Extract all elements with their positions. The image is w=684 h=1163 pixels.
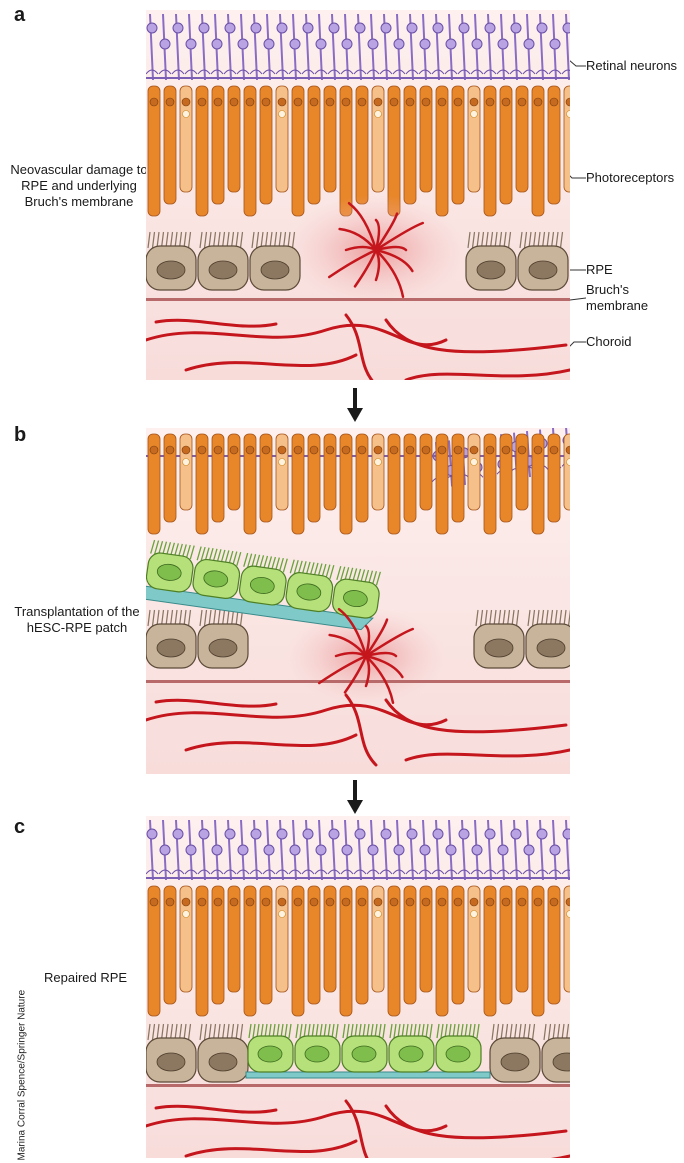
panel-c-svg	[146, 816, 570, 1158]
transplant-scaffold	[246, 1072, 490, 1078]
panel-letter-c: c	[14, 816, 25, 839]
bruchs-membrane-b	[146, 680, 570, 683]
down-arrow-icon-2	[347, 780, 363, 814]
image-credit: Marina Corral Spence/Springer Nature	[17, 1001, 28, 1161]
panel-letter-b: b	[14, 424, 26, 447]
bruchs-membrane	[146, 298, 570, 301]
label-rpe: RPE	[586, 262, 613, 278]
label-bruchs-membrane: Bruch's membrane	[586, 282, 666, 314]
label-transplantation: Transplantation of the hESC-RPE patch	[2, 604, 152, 636]
down-arrow-icon	[347, 388, 363, 422]
label-repaired-rpe: Repaired RPE	[44, 970, 127, 986]
label-retinal-neurons: Retinal neurons	[586, 58, 677, 74]
label-choroid: Choroid	[586, 334, 632, 350]
label-neovascular-damage: Neovascular damage to RPE and underlying…	[4, 162, 154, 210]
panel-b-illustration	[146, 428, 570, 774]
panel-a-svg	[146, 10, 570, 380]
panel-b-svg	[146, 428, 570, 774]
panel-letter-a: a	[14, 4, 25, 27]
panel-a-illustration	[146, 10, 570, 380]
panel-c-illustration	[146, 816, 570, 1158]
label-photoreceptors: Photoreceptors	[586, 170, 674, 186]
bruchs-membrane-c	[146, 1084, 570, 1087]
